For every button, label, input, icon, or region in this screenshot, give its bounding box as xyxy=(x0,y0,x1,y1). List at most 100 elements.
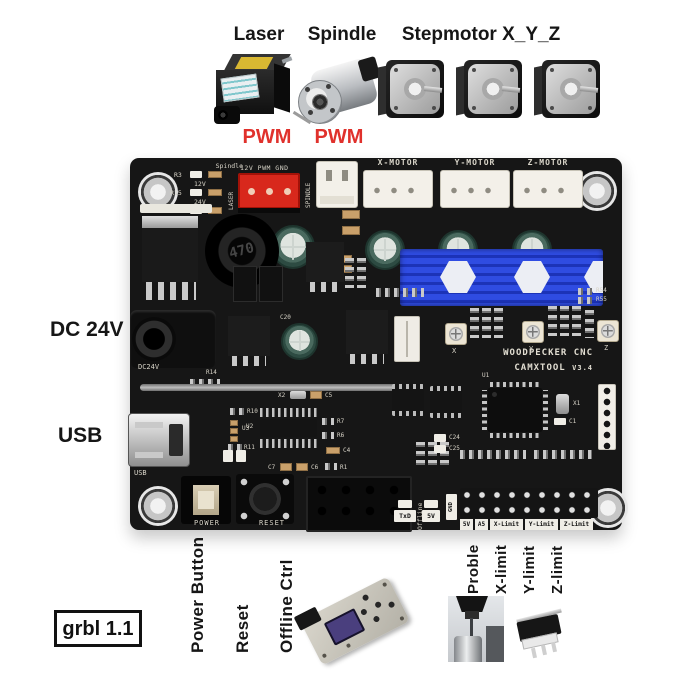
stepper-screw xyxy=(510,68,514,72)
trimpot-x xyxy=(445,323,467,345)
laser-module-photo xyxy=(214,50,296,126)
smd-resistor xyxy=(208,171,222,178)
silk-bar xyxy=(140,204,212,213)
smd-capacitor xyxy=(230,428,238,434)
smd-resistor xyxy=(230,408,244,415)
switch-pin xyxy=(551,641,557,653)
silk-c7: C7 xyxy=(268,464,276,471)
smd-component xyxy=(259,266,283,302)
silk-r55: R55 xyxy=(596,296,607,303)
soic-chip xyxy=(430,386,462,418)
silk-5v: 5V xyxy=(422,510,440,522)
limit-header-labels: 5V A5 X-Limit Y-Limit Z-Limit xyxy=(460,519,610,530)
label-laser: Laser xyxy=(233,24,285,45)
probe-block xyxy=(454,636,482,662)
silk-y-motor: Y-MOTOR xyxy=(454,158,496,167)
mosfet-legs xyxy=(310,282,340,292)
spindle-vent-3 xyxy=(330,108,335,113)
silk-pot-y: Y xyxy=(529,345,534,353)
power-button-cap xyxy=(193,485,219,515)
brand-version: V3.4 xyxy=(572,364,593,372)
stepper-screw xyxy=(394,68,398,72)
silk-c20: C20 xyxy=(280,314,291,321)
label-stepmotor: Stepmotor X_Y_Z xyxy=(401,24,561,45)
silk-spindle-vertical: SPINDLE xyxy=(305,182,312,208)
smd-group xyxy=(534,450,592,459)
usb-detail xyxy=(135,422,163,428)
silk-r14: R14 xyxy=(206,369,217,376)
smd-capacitor xyxy=(342,226,360,235)
silk-box xyxy=(223,450,233,462)
trimpot-z xyxy=(597,320,619,342)
power-button-cap-top xyxy=(198,491,214,509)
smd-group xyxy=(376,288,424,297)
soic-chip-u2 xyxy=(260,419,317,437)
spindle-vent-1 xyxy=(305,87,310,92)
spindle-connector xyxy=(316,161,358,208)
connector-pin xyxy=(326,170,332,181)
isp-connector xyxy=(598,384,616,450)
mosfet-legs xyxy=(350,354,384,364)
label-dc24v: DC 24V xyxy=(50,318,124,341)
reset-button xyxy=(236,474,294,524)
smd-resistor xyxy=(228,444,242,451)
offline-connector xyxy=(306,476,412,532)
pcb-slot xyxy=(140,384,398,391)
smd-group xyxy=(440,442,449,468)
silk-z-motor: Z-MOTOR xyxy=(527,158,569,167)
heatsink-hexagon xyxy=(584,261,603,293)
probe-chuck xyxy=(456,596,488,612)
silk-x-motor: X-MOTOR xyxy=(377,158,419,167)
y-motor-connector xyxy=(440,170,510,208)
5v-led xyxy=(424,500,438,508)
inductor-marking: 470 xyxy=(227,239,257,263)
connector-divider xyxy=(406,321,408,357)
offline-device-screw xyxy=(321,652,328,659)
silk-laser-vertical: LASER xyxy=(228,191,235,210)
label-pwm-spindle: PWM xyxy=(314,126,364,148)
crystal-x1 xyxy=(556,394,569,414)
label-x-limit: X-limit xyxy=(493,544,510,594)
idc-pin-holes xyxy=(316,484,402,524)
cnc-controller-board: Spindle R3 12V R15 24V R12 12V PWM GND L… xyxy=(128,158,628,532)
smd-group xyxy=(494,308,503,338)
mosfet xyxy=(306,242,344,282)
txd-led xyxy=(398,500,412,508)
silk-u2: U2 xyxy=(246,423,254,430)
heatsink-hexagon xyxy=(440,261,476,293)
smd-group xyxy=(416,442,425,468)
stepper-boss xyxy=(404,78,426,100)
smd-group xyxy=(560,306,569,336)
silk-r6: R6 xyxy=(337,432,345,439)
laser-lens xyxy=(218,110,228,120)
header-label-5v: 5V xyxy=(460,519,473,530)
dc-jack-opening xyxy=(132,317,176,361)
label-spindle: Spindle xyxy=(307,24,377,45)
dc-jack xyxy=(130,310,216,368)
offline-device-button xyxy=(374,600,383,609)
led-12v xyxy=(190,189,202,196)
smd-resistor xyxy=(578,297,594,304)
smd-capacitor xyxy=(434,445,446,453)
limit-header-pins xyxy=(460,488,598,518)
label-z-limit: Z-limit xyxy=(549,545,566,595)
smd-capacitor xyxy=(296,463,308,471)
led-spindle xyxy=(190,171,202,178)
offline-device-screw xyxy=(399,615,405,622)
mosfet-legs xyxy=(232,356,266,366)
power-button xyxy=(181,476,231,524)
stepper-motor-photo-y xyxy=(456,58,526,124)
silk-usb: USB xyxy=(134,469,147,477)
connector-pin xyxy=(342,170,348,181)
spindle-hub xyxy=(312,94,328,110)
mosfet xyxy=(346,310,388,354)
laser-connector xyxy=(238,173,300,209)
silk-pot-z: Z xyxy=(604,344,609,352)
probe-background-object xyxy=(486,626,504,662)
connector-pin xyxy=(248,188,255,195)
offline-device-button xyxy=(361,593,370,602)
usb-mini-port xyxy=(128,413,190,467)
connector-flange xyxy=(320,196,354,204)
silk-box xyxy=(236,450,246,462)
